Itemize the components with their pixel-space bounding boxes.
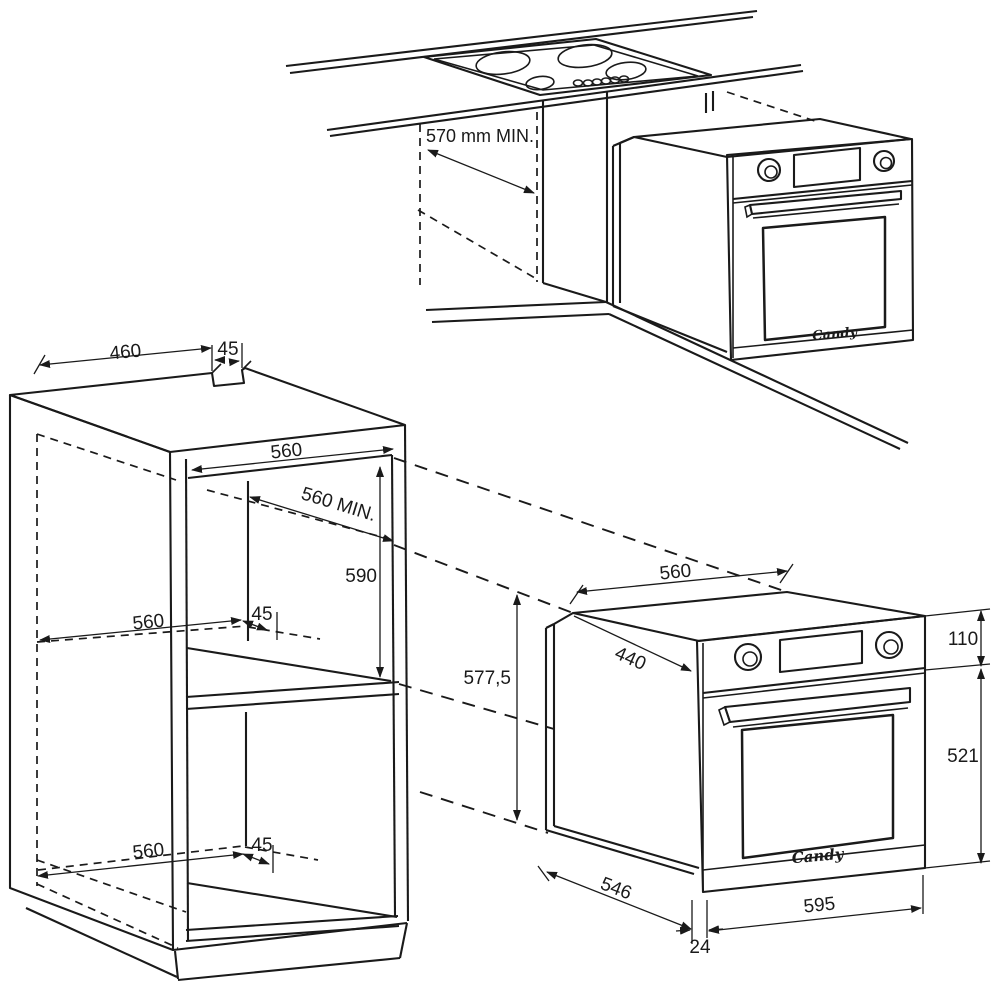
cabinet-plinth xyxy=(25,907,409,982)
oven-knob-icon xyxy=(742,651,758,667)
oven-dimensions: 560 440 110 521 577,5 546 595 24 xyxy=(463,560,991,958)
oven-display xyxy=(778,629,864,674)
dim-cabinet-opening-width: 560 xyxy=(270,439,304,463)
oven-knob-icon xyxy=(872,149,896,173)
cabinet xyxy=(8,360,410,982)
dim-cabinet-depth-min: 560 MIN. xyxy=(299,483,379,526)
countertop xyxy=(285,9,804,138)
front-oven-control-panel xyxy=(702,629,926,699)
dim-oven-top-depth: 440 xyxy=(611,643,649,675)
dim-cabinet-shelf-cutout: 45 xyxy=(251,604,272,625)
dim-cabinet-base-cutout: 45 xyxy=(251,835,272,856)
dim-570-label: 570 mm MIN. xyxy=(426,126,534,146)
top-oven-door: Candy xyxy=(732,189,914,349)
front-oven: Candy xyxy=(544,590,927,894)
oven-display xyxy=(792,146,862,189)
dim-oven-overall-height: 577,5 xyxy=(463,668,511,689)
dim-cabinet-opening-height: 590 xyxy=(345,566,377,587)
dim-cabinet-shelf-width: 560 xyxy=(132,610,166,634)
top-oven: Candy xyxy=(611,117,915,362)
clearance-dimension: 570 mm MIN. xyxy=(426,126,535,194)
oven-knob-icon xyxy=(879,156,893,170)
dim-cabinet-base-width: 560 xyxy=(132,839,166,863)
oven-knob-icon xyxy=(733,642,763,672)
top-oven-control-panel xyxy=(732,146,913,204)
oven-knob-icon xyxy=(756,157,782,183)
dim-oven-top-width: 560 xyxy=(659,560,693,584)
oven-knob-icon xyxy=(883,639,899,655)
oven-door-window xyxy=(761,215,887,342)
dim-oven-front-overhang: 24 xyxy=(689,937,711,958)
oven-door-window xyxy=(740,713,895,860)
hob xyxy=(422,37,713,97)
oven-knob-icon xyxy=(764,165,778,179)
dim-oven-door-height: 521 xyxy=(947,746,979,767)
candy-logo: Candy xyxy=(791,845,845,868)
hob-burner-icons xyxy=(475,43,647,91)
oven-knob-icon xyxy=(874,630,904,660)
dim-oven-front-width: 595 xyxy=(803,893,837,917)
dim-oven-panel-height: 110 xyxy=(948,629,978,650)
projection-lines xyxy=(393,457,788,834)
dim-oven-bottom-depth: 546 xyxy=(597,873,634,904)
candy-logo: Candy xyxy=(812,325,859,344)
cabinet-dimensions: 460 45 560 560 MIN. 590 560 45 560 45 xyxy=(33,339,394,879)
dim-cabinet-top-cutout: 45 xyxy=(217,339,238,360)
dim-cabinet-top-width: 460 xyxy=(109,340,143,364)
front-oven-door: Candy xyxy=(702,686,926,871)
under-counter-niche xyxy=(417,91,909,450)
hob-control-knob-icons xyxy=(572,75,630,87)
